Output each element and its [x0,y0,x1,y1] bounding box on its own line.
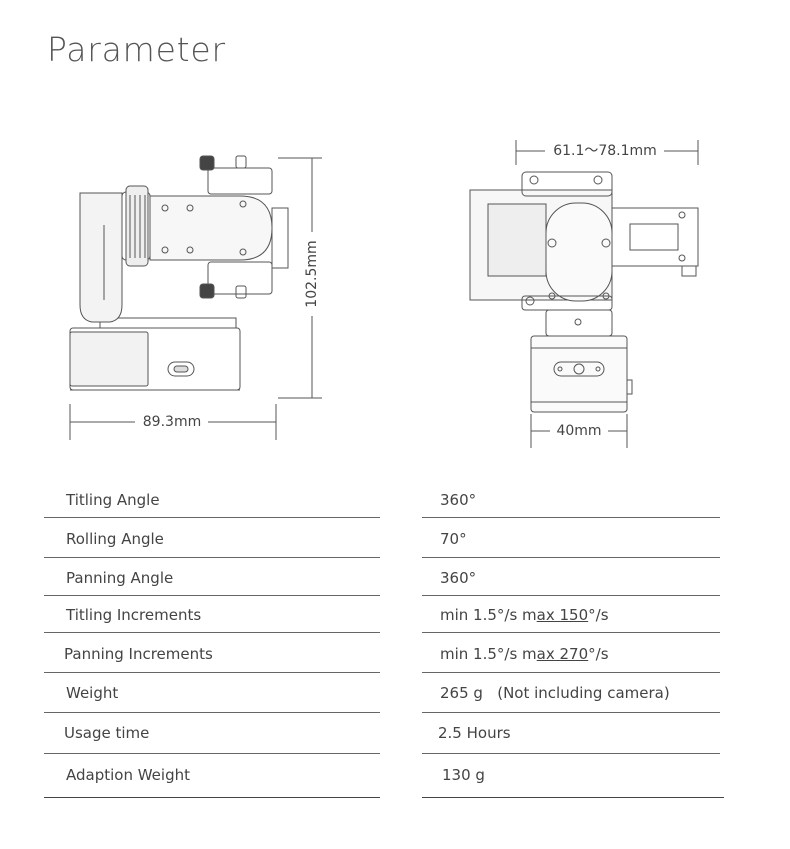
gimbal-front-view [469,140,699,448]
spec-label: Weight [66,684,119,702]
row-divider [44,672,380,673]
row-divider [44,797,380,798]
spec-label: Usage time [64,724,150,742]
spec-label: Titling Angle [66,491,160,509]
spec-value: min 1.5°/s max 150°/s [440,606,609,624]
value-part-underlined: ax 270 [536,645,589,663]
row-divider [44,753,380,754]
spec-label: Adaption Weight [66,766,190,784]
value-part-underlined: ax 150 [536,606,589,624]
value-part: °/s [588,606,609,624]
value-part: °/s [588,645,609,663]
row-divider [44,632,380,633]
spec-label: Titling Increments [66,606,202,624]
front-base-width-label: 40mm [556,423,601,439]
value-part: min 1.5°/s m [440,606,537,624]
spec-value: 70° [440,530,467,548]
page-title: Parameter [47,30,226,69]
row-divider [44,517,380,518]
spec-label: Rolling Angle [66,530,164,548]
row-divider [44,712,380,713]
row-divider [44,557,380,558]
side-height-label: 102.5mm [304,240,320,307]
value-part: min 1.5°/s m [440,645,537,663]
row-divider [422,672,720,673]
spec-value: min 1.5°/s max 270°/s [440,645,609,663]
spec-value: 130 g [442,766,485,784]
spec-label: Panning Angle [66,569,174,587]
row-divider [44,595,380,596]
row-divider [422,557,720,558]
gimbal-diagram: 102.5mm 89.3mm [69,140,699,448]
row-divider [422,632,720,633]
row-divider [422,517,720,518]
spec-value: 265 g (Not including camera) [440,684,670,702]
row-divider [422,595,720,596]
front-width-label: 61.1～78.1mm [553,143,657,159]
gimbal-side-view [69,155,322,440]
row-divider [422,712,720,713]
row-divider [422,797,724,798]
spec-value: 360° [440,569,477,587]
spec-value: 2.5 Hours [438,724,511,742]
spec-value: 360° [440,491,477,509]
row-divider [422,753,720,754]
spec-label: Panning Increments [64,645,213,663]
side-width-label: 89.3mm [143,414,201,430]
